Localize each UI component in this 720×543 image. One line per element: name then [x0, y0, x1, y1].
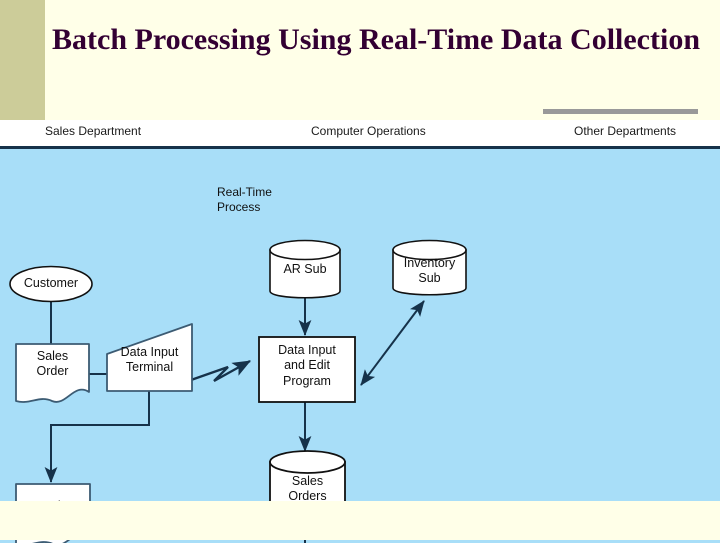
node-data-input-terminal [106, 323, 193, 392]
column-header-computer-operations: Computer Operations [311, 124, 426, 138]
column-header-other-departments: Other Departments [574, 124, 677, 138]
diagram-canvas: Real-Time Process Customer Sales Order D… [0, 146, 720, 543]
node-sales-order [15, 343, 90, 403]
node-sales-orders-top [269, 450, 346, 474]
slide-bottom-margin [0, 501, 720, 540]
edge-inventory-sub-data-input [360, 300, 425, 386]
annotation-real-time-process: Real-Time Process [217, 185, 272, 214]
edge-terminal-to-data-input-lightning [190, 359, 252, 383]
page-title: Batch Processing Using Real-Time Data Co… [52, 23, 701, 56]
accent-bar [0, 0, 45, 120]
column-header-sales-department: Sales Department [45, 124, 142, 138]
process-flow-diagram: Sales Department Computer Operations Oth… [0, 120, 720, 543]
node-customer [9, 265, 93, 303]
edge-terminal-to-invoice [44, 391, 150, 483]
title-divider [543, 109, 698, 114]
node-data-input-edit-program [258, 336, 356, 403]
node-inventory-sub [392, 249, 467, 296]
node-ar-sub [269, 249, 341, 299]
diagram-shapes [9, 239, 535, 543]
node-inventory-sub-top [392, 239, 467, 261]
node-ar-sub-top [269, 239, 341, 261]
